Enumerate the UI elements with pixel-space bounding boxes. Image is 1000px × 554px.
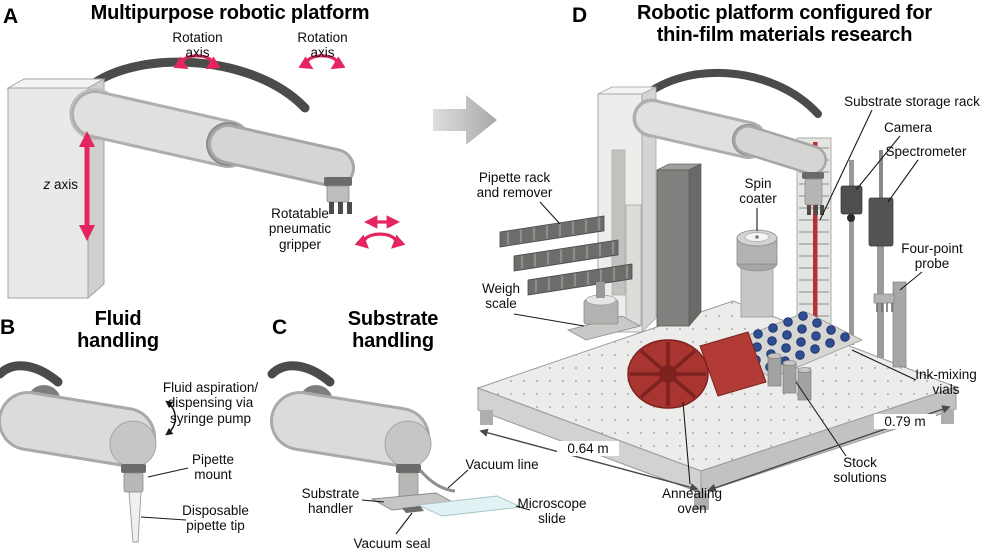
label-fluid-aspiration: Fluid aspiration/ dispensing via syringe… [162, 380, 259, 426]
label-spectrometer: Spectrometer [885, 144, 967, 159]
weigh-scale-graphic [566, 282, 642, 341]
panel-c-robot [267, 361, 531, 535]
panel-a-robot [6, 57, 355, 300]
transition-arrow-icon [433, 95, 497, 145]
pipette-racks-graphic [499, 204, 642, 326]
robot-arm-end [273, 394, 427, 464]
z-axis-variable: z [43, 177, 51, 192]
camera-graphic [840, 160, 863, 345]
label-four-point-probe: Four-point probe [901, 241, 963, 272]
panel-d-title: Robotic platform configured for thin-fil… [637, 2, 932, 46]
panel-a-motion-arrows [79, 54, 406, 249]
panel-c-title: Substrate handling [347, 308, 439, 352]
rotation-arrow-left-icon [173, 54, 221, 70]
label-substrate-handler: Substrate handler [301, 486, 360, 517]
z-axis-rest: axis [53, 177, 78, 192]
robot-arm-end [1, 394, 153, 464]
label-z-axis: z axis [20, 177, 78, 192]
label-disposable-pipette-tip: Disposable pipette tip [182, 503, 249, 534]
label-rotation-axis-left: Rotation axis [172, 30, 223, 61]
oven-tower-graphic [656, 163, 702, 327]
label-ink-mixing-vials: Ink-mixing vials [915, 367, 977, 398]
label-weigh-scale: Weigh scale [481, 281, 521, 312]
label-rotatable-gripper: Rotatable pneumatic gripper [268, 206, 332, 252]
label-vacuum-seal: Vacuum seal [353, 536, 431, 551]
vacuum-seal-graphic [402, 506, 424, 513]
label-microscope-slide: Microscope slide [517, 496, 587, 527]
panel-b-title: Fluid handling [77, 308, 159, 352]
spin-coater-graphic [736, 229, 778, 318]
panel-b-robot [0, 361, 189, 543]
label-dimension-0-64: 0.64 m [557, 441, 619, 457]
panel-a-letter: A [3, 5, 19, 28]
vacuum-line-graphic [418, 469, 456, 493]
label-pipette-mount: Pipette mount [191, 452, 235, 483]
panel-b-letter: B [0, 316, 16, 339]
pipette-mount-graphic [123, 472, 144, 493]
label-annealing-oven: Annealing oven [661, 486, 723, 517]
panel-d-platform [476, 68, 958, 510]
label-pipette-rack: Pipette rack and remover [476, 170, 553, 201]
label-vacuum-line: Vacuum line [465, 457, 539, 472]
four-point-probe-graphic [873, 281, 907, 368]
label-rotation-axis-right: Rotation axis [297, 30, 348, 61]
aspiration-arrow-icon [165, 400, 176, 436]
panel-c-letter: C [272, 316, 288, 339]
robot-arm-link2 [211, 127, 352, 185]
panel-d-letter: D [572, 4, 588, 27]
label-substrate-storage-rack: Substrate storage rack [844, 94, 980, 109]
annealing-oven-graphic [627, 331, 767, 409]
pipette-tip-graphic [128, 491, 142, 543]
robot-arm-link1 [74, 93, 249, 165]
rotation-arrow-right-icon [298, 54, 346, 70]
label-spin-coater: Spin coater [739, 176, 777, 207]
gripper-rotation-arrow-icon [354, 232, 406, 249]
panel-a-title: Multipurpose robotic platform [90, 2, 370, 24]
pneumatic-gripper [324, 177, 352, 214]
stock-solutions-graphic [767, 353, 812, 401]
label-camera: Camera [883, 120, 932, 135]
label-dimension-0-79: 0.79 m [874, 414, 936, 430]
label-stock-solutions: Stock solutions [833, 455, 887, 486]
